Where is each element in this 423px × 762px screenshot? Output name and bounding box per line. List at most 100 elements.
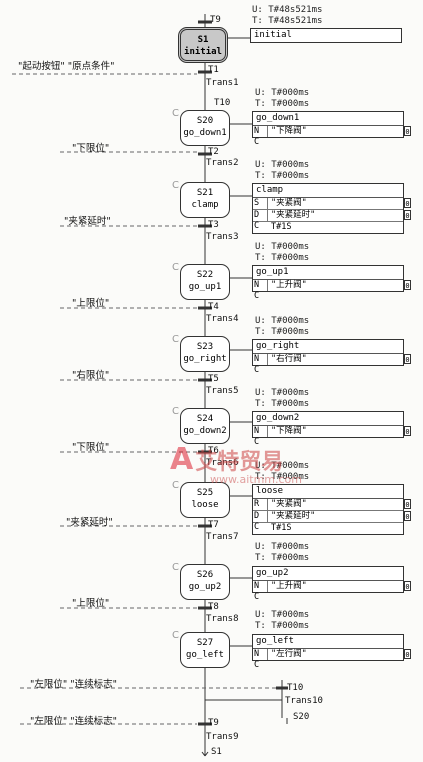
transition-t10-name: Trans10 <box>285 696 323 706</box>
action-qualifier: N C <box>253 581 268 602</box>
step-s22[interactable]: S22 go_up1 <box>180 264 230 300</box>
step-s21[interactable]: S21 clamp <box>180 182 230 218</box>
action-title: go_right <box>253 340 403 354</box>
condition-release-delay: "夹紧延时" <box>66 517 113 528</box>
action-status-flag: 0 <box>404 426 411 436</box>
action-box-loose[interactable]: loose R "夹紧阀" 0 D C "夹紧延时" 0 T#1S <box>252 484 411 535</box>
action-title: loose <box>253 485 403 499</box>
transition-t9-id[interactable]: T9 <box>208 718 219 728</box>
watermark-brand-mark: A <box>170 442 194 477</box>
action-box-go-down2[interactable]: go_down2 N C "下降阀" 0 <box>252 411 411 447</box>
transition-t2-name: Trans2 <box>206 158 239 168</box>
action-status-flag: 0 <box>404 499 411 509</box>
comment-marker-icon: C <box>172 630 179 641</box>
step-s25-t-time: T: T#000ms <box>255 472 310 482</box>
jump-target-s1[interactable]: S1 <box>211 747 222 757</box>
action-operand: "夹紧延时" <box>271 210 316 220</box>
action-qualifier: R <box>253 499 268 510</box>
action-box-go-up2[interactable]: go_up2 N C "上升阀" 0 <box>252 566 411 602</box>
transition-t1-name: Trans1 <box>206 78 239 88</box>
action-box-clamp[interactable]: clamp S "夹紧阀" 0 D C "夹紧延时" 0 T#1S <box>252 183 411 234</box>
comment-marker-icon: C <box>172 262 179 273</box>
action-status-flag: 0 <box>404 581 411 591</box>
condition-left-stop: "左限位" "连续标志" <box>30 716 117 727</box>
condition-right-limit: "右限位" <box>72 370 110 381</box>
transition-t2-id[interactable]: T2 <box>208 147 219 157</box>
comment-marker-icon: C <box>172 180 179 191</box>
action-status-flag: 0 <box>404 126 411 136</box>
step-s24[interactable]: S24 go_down2 <box>180 408 230 444</box>
action-box-go-right[interactable]: go_right N C "右行阀" 0 <box>252 339 411 375</box>
transition-label-t9-top: T9 <box>210 15 221 25</box>
jump-target-s20[interactable]: S20 <box>293 712 310 722</box>
transition-t7-id[interactable]: T7 <box>208 520 219 530</box>
transition-t10-jump-id[interactable]: T10 <box>214 98 231 108</box>
action-qualifier: N C <box>253 354 268 375</box>
action-qualifier: S <box>253 198 268 209</box>
step-s23-t-time: T: T#000ms <box>255 327 310 337</box>
condition-clamp-delay: "夹紧延时" <box>64 216 111 227</box>
action-title: go_up2 <box>253 567 403 581</box>
action-status-flag: 0 <box>404 210 411 220</box>
action-row: S "夹紧阀" 0 <box>253 198 411 210</box>
step-s24-t-time: T: T#000ms <box>255 399 310 409</box>
step-s25[interactable]: S25 loose <box>180 482 230 518</box>
action-box-go-up1[interactable]: go_up1 N C "上升阀" 0 <box>252 265 411 301</box>
step-s27[interactable]: S27 go_left <box>180 632 230 668</box>
action-row: R "夹紧阀" 0 <box>253 499 411 511</box>
comment-marker-icon: C <box>172 108 179 119</box>
action-qualifier: N C <box>253 426 268 447</box>
step-s26[interactable]: S26 go_up2 <box>180 564 230 600</box>
jump-arrowhead <box>204 751 209 757</box>
step-number: S24 <box>196 414 214 424</box>
condition-lower-limit-1: "下限位" <box>72 143 110 154</box>
step-s26-u-time: U: T#000ms <box>255 542 310 552</box>
transition-t3-name: Trans3 <box>206 232 239 242</box>
transition-t4-id[interactable]: T4 <box>208 302 219 312</box>
action-time-parameter: T#1S <box>271 523 292 533</box>
action-operand: "左行阀" <box>271 649 307 659</box>
transition-t6-id[interactable]: T6 <box>208 446 219 456</box>
jump-arrowhead <box>201 751 206 757</box>
step-s20-t-time: T: T#000ms <box>255 99 310 109</box>
transition-t8-id[interactable]: T8 <box>208 602 219 612</box>
step-s25-u-time: U: T#000ms <box>255 461 310 471</box>
action-box-initial[interactable]: initial <box>250 28 402 43</box>
action-box-go-down1[interactable]: go_down1 N C "下降阀" 0 <box>252 111 411 147</box>
comment-marker-icon: C <box>172 480 179 491</box>
action-row: T#1S <box>253 523 403 534</box>
transition-t5-id[interactable]: T5 <box>208 374 219 384</box>
action-title: go_down1 <box>253 112 403 126</box>
step-s20-u-time: U: T#000ms <box>255 88 310 98</box>
action-box-go-left[interactable]: go_left N C "左行阀" 0 <box>252 634 411 670</box>
step-s22-t-time: T: T#000ms <box>255 253 310 263</box>
step-s23[interactable]: S23 go_right <box>180 336 230 372</box>
step-s27-t-time: T: T#000ms <box>255 621 310 631</box>
step-name: go_left <box>186 650 224 660</box>
watermark-logo: A艾特贸易 www.aitmm.com <box>170 442 302 486</box>
condition-left-continue: "左限位" "连续标志" <box>30 679 117 690</box>
action-title: clamp <box>253 184 403 198</box>
step-s22-u-time: U: T#000ms <box>255 242 310 252</box>
step-name: initial <box>184 47 222 57</box>
step-s24-u-time: U: T#000ms <box>255 388 310 398</box>
step-s26-t-time: T: T#000ms <box>255 553 310 563</box>
step-number: S23 <box>196 342 214 352</box>
step-s27-u-time: U: T#000ms <box>255 610 310 620</box>
step-name: go_down2 <box>183 426 227 436</box>
step-name: go_up2 <box>188 582 222 592</box>
watermark-url: www.aitmm.com <box>210 473 303 486</box>
condition-upper-limit-1: "上限位" <box>72 298 110 309</box>
step-s1-t-time: T: T#48s521ms <box>252 16 323 26</box>
transition-t10-id[interactable]: T10 <box>287 683 304 693</box>
step-number: S21 <box>196 188 214 198</box>
transition-t1-id[interactable]: T1 <box>208 65 219 75</box>
step-s20[interactable]: S20 go_down1 <box>180 110 230 146</box>
step-number: S25 <box>196 488 214 498</box>
action-status-flag: 0 <box>404 280 411 290</box>
step-s1[interactable]: S1 initial <box>178 27 228 63</box>
step-number: S27 <box>196 638 214 648</box>
action-row: N C "下降阀" 0 <box>253 426 411 447</box>
action-operand: "夹紧阀" <box>271 198 307 208</box>
transition-t3-id[interactable]: T3 <box>208 220 219 230</box>
